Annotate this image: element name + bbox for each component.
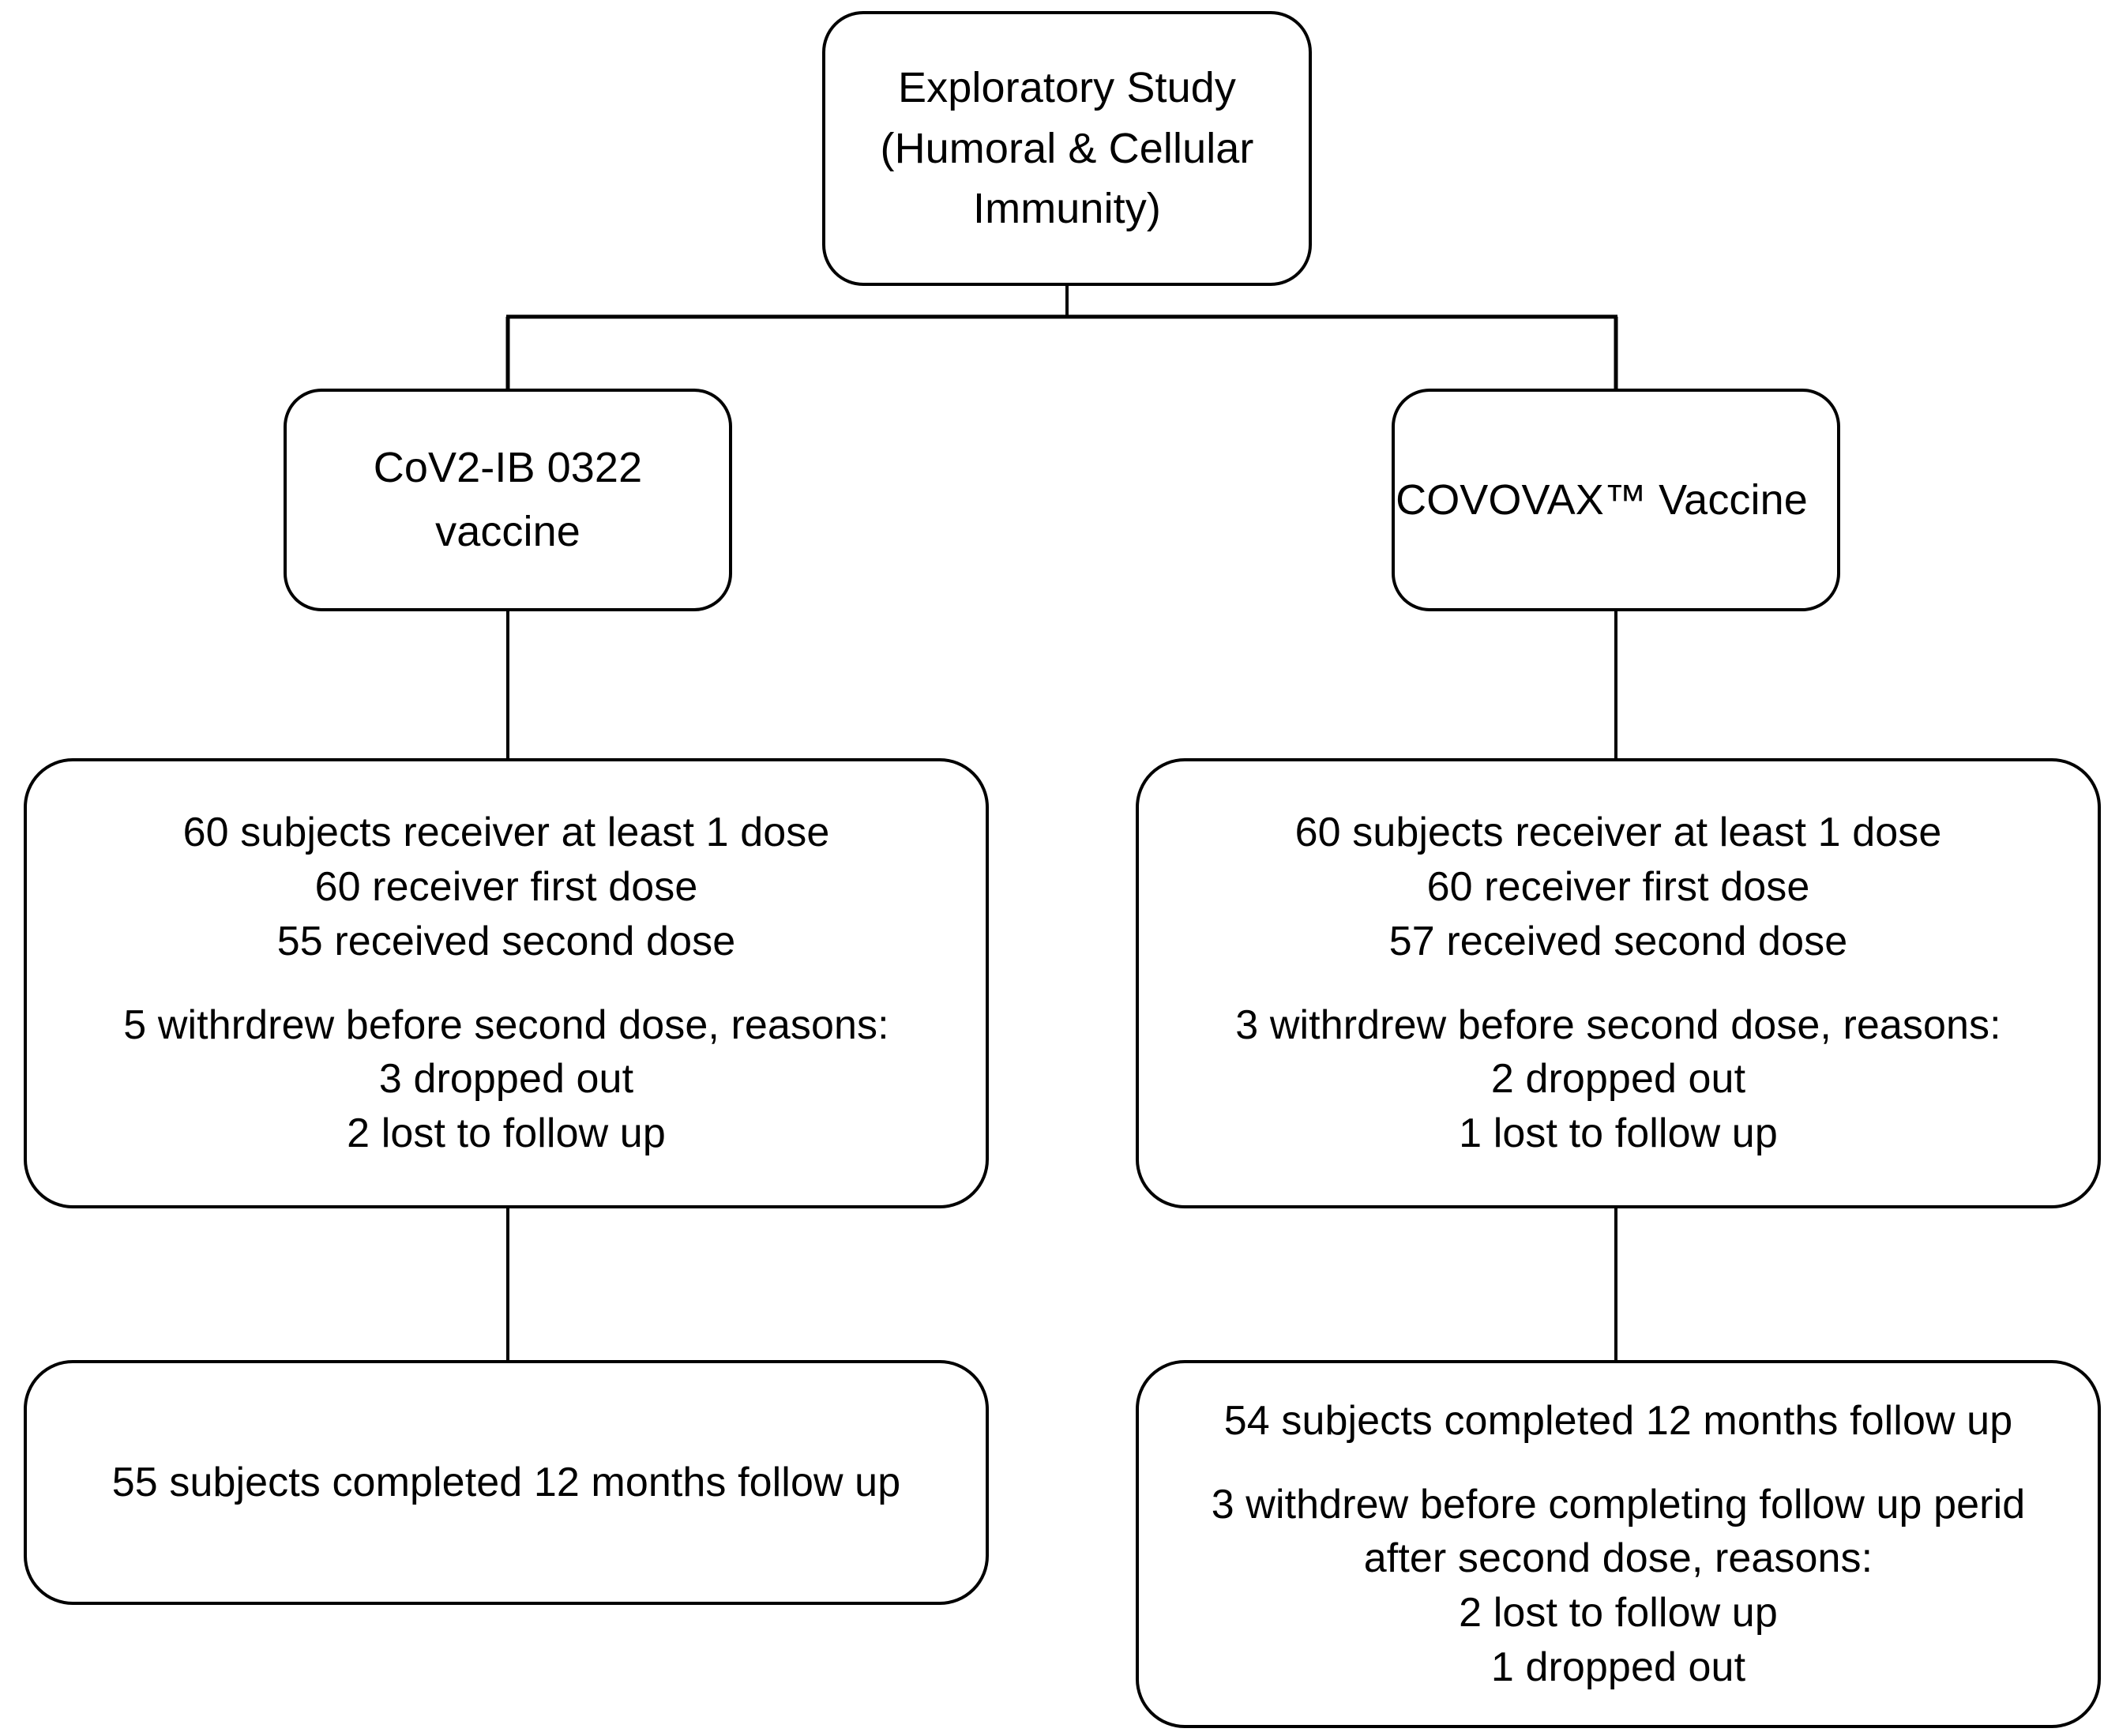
node-line: Exploratory Study [898,63,1236,111]
node-line: (Humoral & Cellular [880,124,1254,172]
node-spacer-line [1139,1448,2098,1477]
node-line: 55 subjects completed 12 months follow u… [111,1459,901,1505]
node-line: 60 receiver first dose [1426,864,1810,911]
node-followup-covovax: 54 subjects completed 12 months follow u… [1136,1360,2101,1728]
node-line: 2 lost to follow up [347,1110,666,1156]
node-line: 60 subjects receiver at least 1 dose [1294,810,1942,856]
node-line: Immunity) [973,185,1161,233]
node-line: 1 lost to follow up [1459,1110,1778,1156]
node-line: after second dose, reasons: [1363,1535,1873,1582]
node-line: 1 dropped out [1490,1644,1746,1690]
node-line: 57 received second dose [1388,918,1848,964]
node-followup-cov2-ib-0322: 55 subjects completed 12 months follow u… [24,1360,989,1605]
node-dosing-cov2-ib-0322: 60 subjects receiver at least 1 dose 60 … [24,758,989,1208]
node-line: 60 receiver first dose [314,864,698,911]
node-line: 3 withdrew before completing follow up p… [1211,1481,2026,1527]
node-line: 3 dropped out [378,1056,634,1103]
node-line: COVOVAX™ Vaccine [1396,475,1808,524]
node-line: 2 lost to follow up [1459,1590,1778,1636]
node-line: 5 withrdrew before second dose, reasons: [123,1001,889,1048]
node-line: vaccine [435,508,580,555]
node-spacer-line [1139,968,2098,998]
node-line: 3 withrdrew before second dose, reasons: [1235,1001,2001,1048]
node-line: 55 received second dose [276,918,736,964]
node-covovax-vaccine: COVOVAX™ Vaccine [1392,389,1840,611]
node-line: 60 subjects receiver at least 1 dose [182,810,830,856]
node-exploratory-study: Exploratory Study (Humoral & Cellular Im… [822,11,1312,286]
node-cov2-ib-0322-vaccine: CoV2-IB 0322 vaccine [284,389,732,611]
node-line: 2 dropped out [1490,1056,1746,1103]
node-line: CoV2-IB 0322 [373,444,643,491]
node-spacer-line [27,968,986,998]
node-dosing-covovax: 60 subjects receiver at least 1 dose 60 … [1136,758,2101,1208]
node-line: 54 subjects completed 12 months follow u… [1223,1397,2013,1444]
